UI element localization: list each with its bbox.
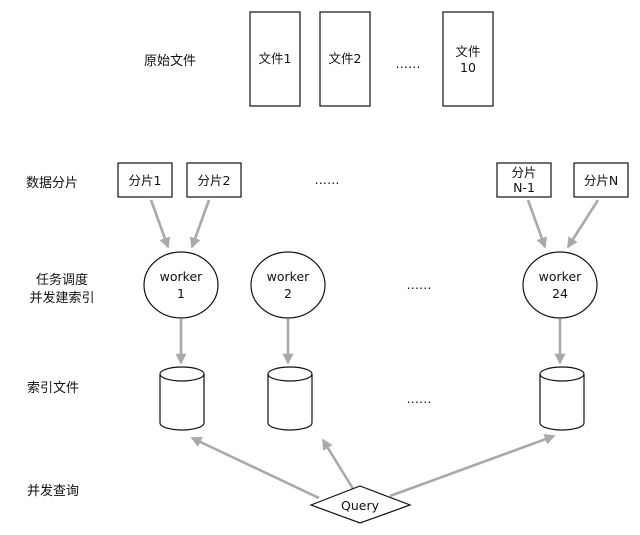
file-box-2-label: 文件2 (329, 51, 362, 66)
row-label-index-files: 索引文件 (27, 381, 79, 396)
arrow-query-index1 (190, 436, 320, 500)
shard-box-1: 分片1 (117, 162, 173, 198)
files-ellipsis: …… (396, 56, 421, 71)
shard-box-2-label: 分片2 (198, 173, 231, 188)
worker-node-24-label: worker (539, 269, 582, 284)
shard-box-n: 分片N (573, 162, 629, 198)
arrow-query-index2 (321, 438, 357, 493)
worker-node-1-number: 1 (177, 286, 185, 301)
index-cylinder-2 (267, 366, 313, 431)
index-cylinder-24 (539, 366, 585, 431)
shard-box-n-minus-1: 分片 N-1 (496, 162, 552, 198)
arrow-query-index24 (389, 434, 556, 498)
row-label-files: 原始文件 (144, 54, 196, 69)
worker-node-1: worker 1 (143, 251, 219, 319)
workers-ellipsis: …… (407, 277, 432, 292)
file-box-1: 文件1 (249, 11, 301, 107)
row-label-build-index: 并发建索引 (29, 290, 94, 306)
shard-box-n-label: 分片N (584, 173, 618, 188)
file-box-10: 文件 10 (442, 11, 494, 107)
shard-box-2: 分片2 (186, 162, 242, 198)
query-node-label: Query (341, 498, 380, 513)
file-box-1-label: 文件1 (259, 51, 292, 66)
file-box-2: 文件2 (319, 11, 371, 107)
shard-box-n-minus-1-number: N-1 (513, 180, 535, 195)
index-cylinder-1 (159, 366, 205, 431)
worker-node-1-label: worker (160, 269, 203, 284)
worker-node-2-label: worker (267, 269, 310, 284)
arrow-shard1-worker1 (149, 199, 170, 249)
row-label-shards: 数据分片 (26, 176, 78, 191)
query-node: Query (309, 485, 412, 524)
arrow-shard2-worker1 (190, 199, 211, 249)
arrow-shardn-worker24 (566, 199, 600, 249)
worker-node-24: worker 24 (522, 251, 598, 319)
row-label-schedule: 任务调度 (36, 272, 88, 288)
worker-node-24-number: 24 (552, 286, 568, 301)
row-label-concurrent-query: 并发查询 (27, 483, 79, 499)
shard-box-n-minus-1-label: 分片 (511, 165, 536, 180)
file-box-10-label: 文件 (455, 44, 480, 59)
worker-node-2-number: 2 (284, 286, 292, 301)
file-box-10-number: 10 (460, 60, 476, 75)
worker-node-2: worker 2 (250, 251, 326, 319)
arrow-shardn1-worker24 (526, 199, 547, 249)
shards-ellipsis: …… (315, 172, 340, 187)
shard-box-1-label: 分片1 (129, 173, 162, 188)
index-ellipsis: …… (407, 391, 432, 406)
